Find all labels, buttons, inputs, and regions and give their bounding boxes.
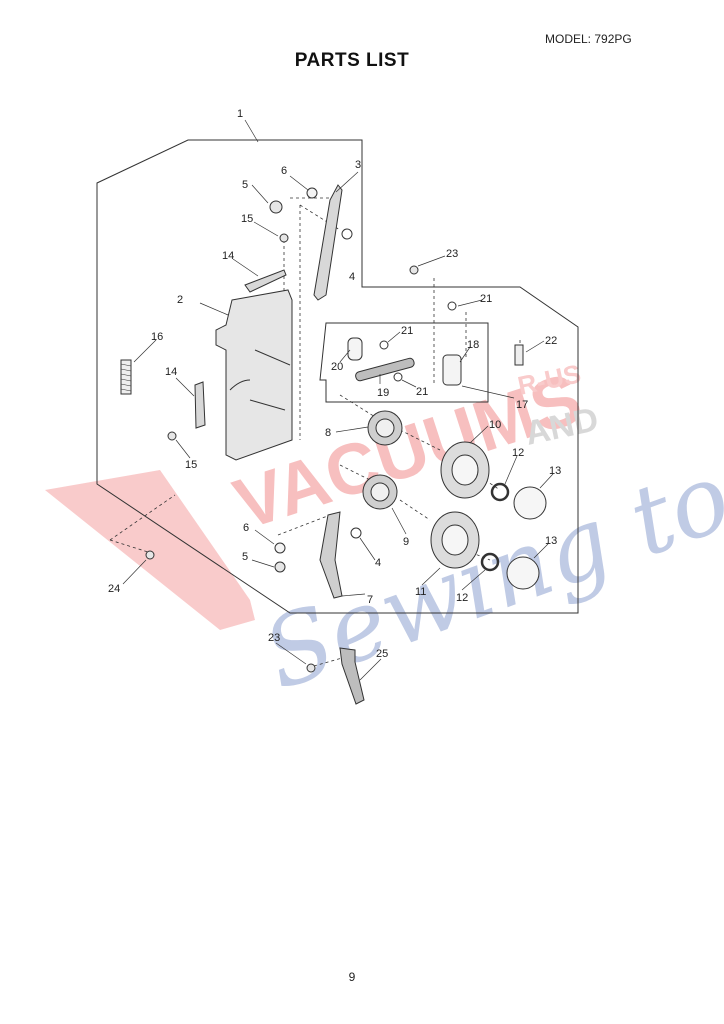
callout-label: 6 bbox=[243, 522, 249, 534]
spring-16 bbox=[120, 359, 132, 395]
callout-label: 18 bbox=[467, 339, 479, 351]
callout-label: 23 bbox=[268, 632, 280, 644]
callout-label: 17 bbox=[516, 399, 528, 411]
cap-13-top bbox=[513, 486, 547, 520]
e-ring-4-top bbox=[341, 228, 353, 240]
lever-18 bbox=[442, 354, 462, 386]
callout-label: 22 bbox=[545, 335, 557, 347]
bracket-14-left bbox=[194, 381, 206, 429]
callout-numbers: 1 2 3 4 5 6 15 14 16 14 15 23 21 22 21 1… bbox=[108, 108, 561, 660]
screw-5-bottom bbox=[274, 561, 286, 573]
callout-label: 11 bbox=[415, 586, 426, 598]
e-ring-21-c bbox=[447, 301, 457, 311]
ring-12-bottom bbox=[480, 552, 500, 572]
callout-label: 14 bbox=[222, 250, 234, 262]
watermark-v-shape bbox=[45, 470, 255, 630]
parts bbox=[120, 184, 547, 705]
callout-label: 25 bbox=[376, 648, 388, 660]
screw-5-top bbox=[269, 200, 283, 214]
lever-25 bbox=[339, 647, 365, 705]
callout-label: 24 bbox=[108, 583, 120, 595]
callout-label: 8 bbox=[325, 427, 331, 439]
callout-label: 4 bbox=[375, 557, 381, 569]
bracket-14-top bbox=[244, 269, 287, 293]
callout-label: 21 bbox=[480, 293, 492, 305]
callout-label: 3 bbox=[355, 159, 361, 171]
cap-13-bottom bbox=[506, 556, 540, 590]
callout-label: 16 bbox=[151, 331, 163, 343]
callout-label: 5 bbox=[242, 179, 248, 191]
page-title: PARTS LIST bbox=[294, 50, 410, 71]
callout-label: 14 bbox=[165, 366, 177, 378]
callout-label: 12 bbox=[512, 447, 524, 459]
leader-lines bbox=[122, 119, 554, 681]
e-ring-21-b bbox=[393, 372, 403, 382]
e-ring-4-bottom bbox=[350, 527, 362, 539]
callout-label: 19 bbox=[377, 387, 389, 399]
main-plate bbox=[215, 289, 293, 461]
link-19 bbox=[355, 357, 415, 382]
screw-23-top bbox=[409, 265, 419, 275]
callout-label: 5 bbox=[242, 551, 248, 563]
callout-label: 15 bbox=[185, 459, 197, 471]
page-number: 9 bbox=[348, 970, 356, 984]
callout-label: 13 bbox=[545, 535, 557, 547]
callout-label: 9 bbox=[403, 536, 409, 548]
callout-label: 21 bbox=[401, 325, 413, 337]
screw-23-bottom bbox=[306, 663, 316, 673]
nut-6-bottom bbox=[274, 542, 286, 554]
callout-label: 10 bbox=[489, 419, 501, 431]
e-ring-21-a bbox=[379, 340, 389, 350]
callout-label: 7 bbox=[367, 594, 373, 606]
subassembly-box bbox=[319, 322, 489, 403]
callout-label: 21 bbox=[416, 386, 428, 398]
callout-label: 23 bbox=[446, 248, 458, 260]
ring-12-top bbox=[490, 482, 510, 502]
screw-15-left bbox=[167, 431, 177, 441]
nut-6-top bbox=[306, 187, 318, 199]
model-label: MODEL: 792PG bbox=[545, 32, 632, 46]
callout-label: 20 bbox=[331, 361, 343, 373]
spring-22 bbox=[514, 344, 524, 366]
callout-label: 13 bbox=[549, 465, 561, 477]
callout-label: 1 bbox=[237, 108, 243, 120]
callout-label: 4 bbox=[349, 271, 355, 283]
callout-label: 15 bbox=[241, 213, 253, 225]
housing-outline bbox=[96, 139, 579, 614]
callout-label: 2 bbox=[177, 294, 183, 306]
callout-label: 6 bbox=[281, 165, 287, 177]
screw-15-top bbox=[279, 233, 289, 243]
screw-24 bbox=[145, 550, 155, 560]
lever-20 bbox=[347, 337, 363, 361]
lever-3 bbox=[313, 184, 343, 301]
callout-label: 12 bbox=[456, 592, 468, 604]
